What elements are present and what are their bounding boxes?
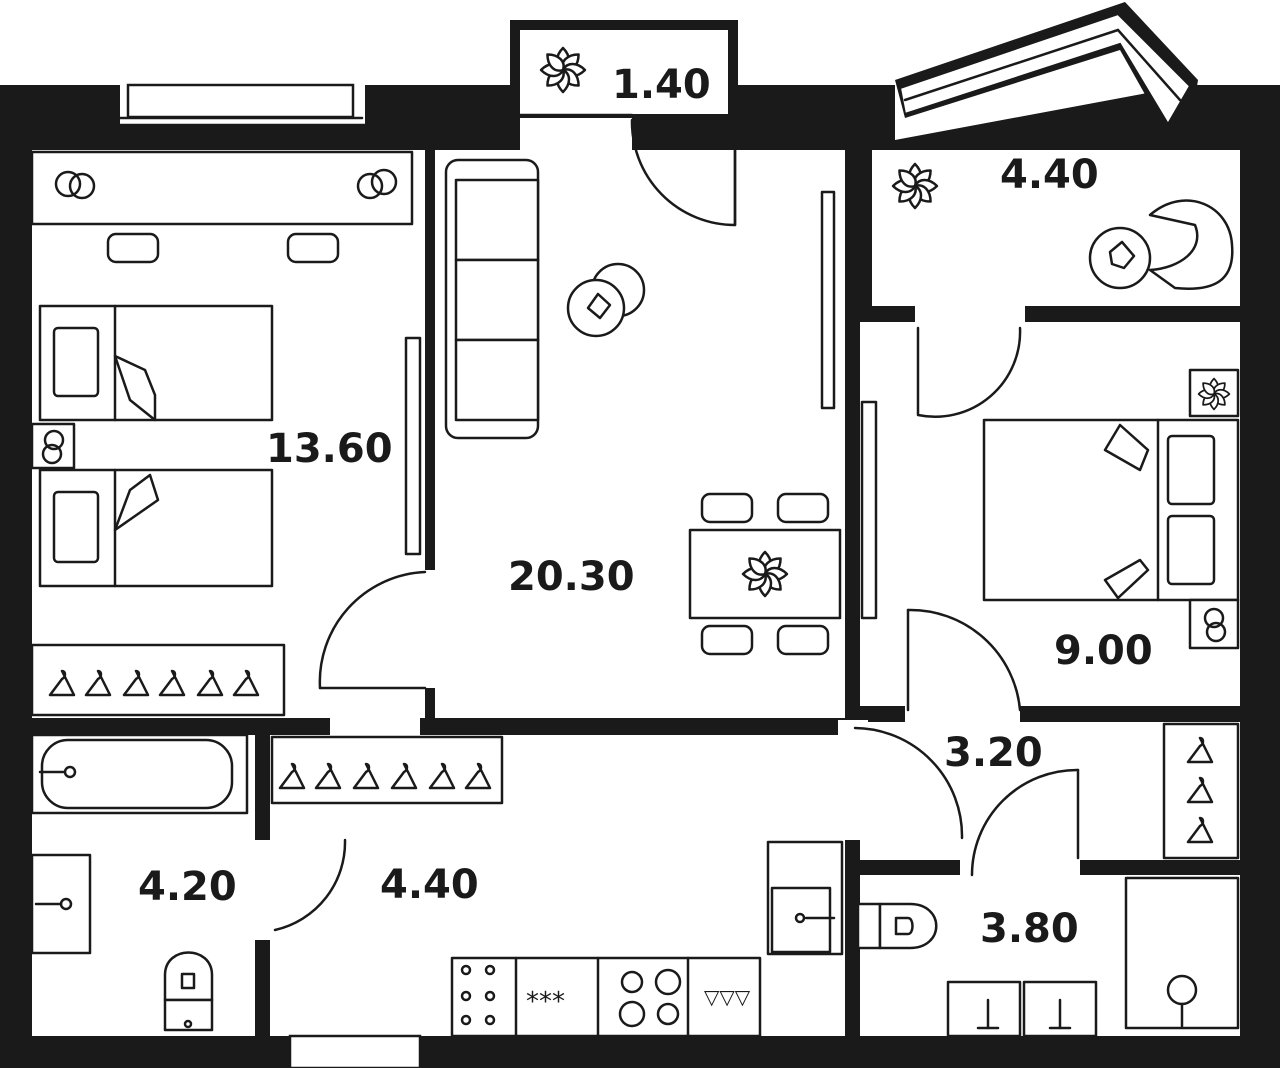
chair-icon [776,624,830,656]
room-area-label: 13.60 [266,426,393,472]
plant-icon [891,162,939,210]
room-area-label: 3.20 [944,730,1043,776]
burner-icon [460,964,496,1026]
doors [273,118,1080,1038]
corridor [1162,722,1240,860]
stove-icon [618,968,682,1028]
living-kitchen [444,158,842,656]
balcony-small [518,46,634,117]
chair-icon [106,232,160,264]
chair-icon [286,232,340,264]
toilet-icon [163,951,214,1002]
chair-icon [700,492,754,524]
chair-icon [700,624,754,656]
room-area-label: 4.40 [1000,152,1099,198]
room-area-label: 4.20 [138,864,237,910]
room-area-label: 1.40 [612,62,711,108]
desk-icon [30,150,414,226]
loggia [891,162,1234,290]
wc [856,876,1240,1038]
children-bedroom [30,150,422,717]
area-labels: 1.40 4.40 13.60 20.30 9.00 3.20 4.20 4.4… [138,62,1153,952]
coffee-table-icon [566,278,626,338]
wardrobe-icon [1162,722,1240,860]
armchair-icon [1148,199,1234,290]
kitchen-counter [450,956,762,1038]
svg-text:***: *** [526,987,565,1017]
plant-icon [539,46,587,94]
svg-text:▽▽▽: ▽▽▽ [704,985,751,1009]
bedroom [860,368,1240,650]
room-area-label: 20.30 [508,554,635,600]
chair-icon [776,492,830,524]
coffee-table-icon [1088,226,1152,290]
room-area-label: 9.00 [1054,628,1153,674]
wardrobe-icon [30,643,286,717]
toilet-icon [878,902,938,950]
room-area-label: 4.40 [380,862,479,908]
bathroom [30,733,249,1032]
hallway: *** ▽▽▽ [270,735,844,1038]
plant-icon [741,550,789,598]
room-area-label: 3.80 [980,906,1079,952]
wardrobe-icon [270,735,504,805]
